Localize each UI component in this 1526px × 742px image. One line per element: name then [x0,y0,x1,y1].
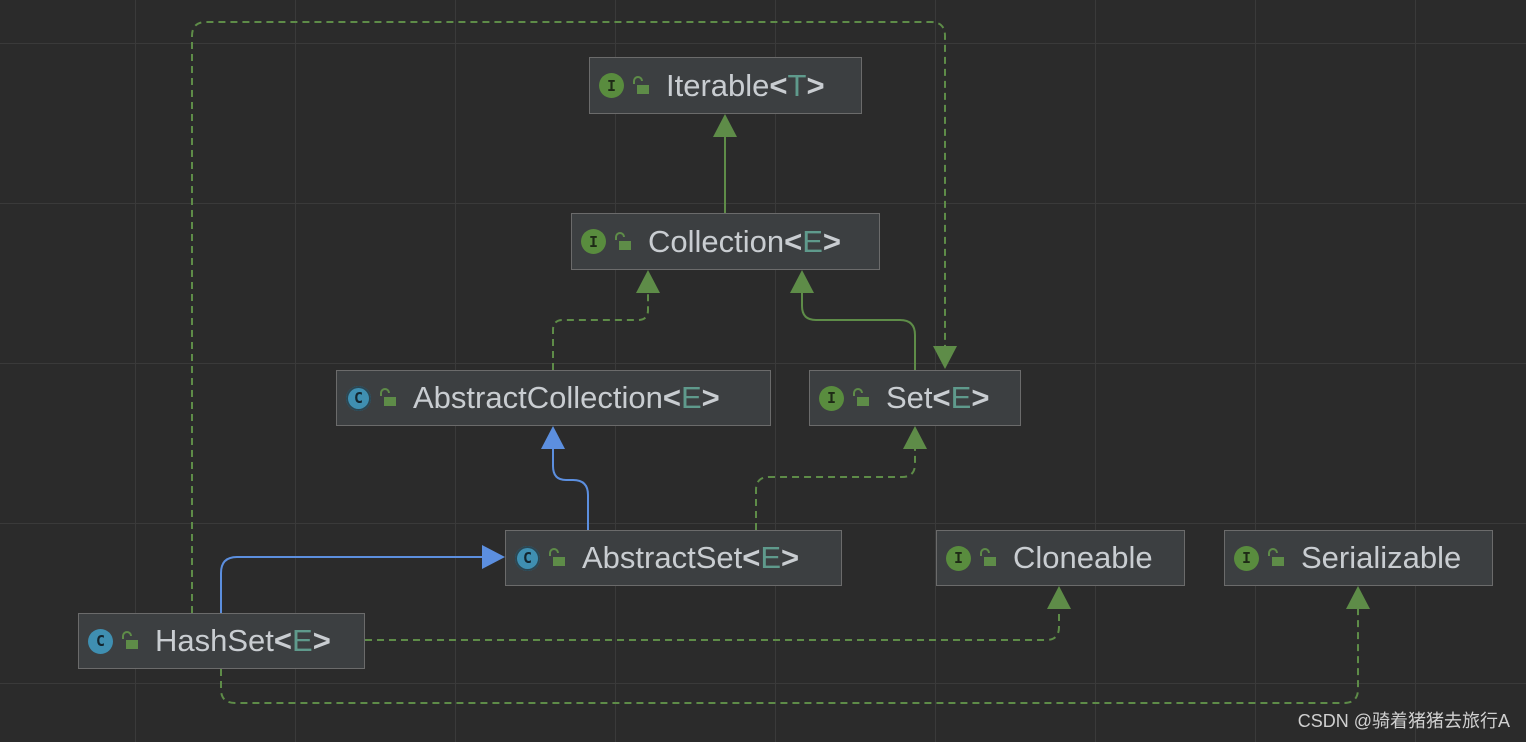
interface-icon: I [599,73,624,98]
unlocked-icon [615,231,631,250]
arrowhead-set-bottom [903,426,927,449]
node-set[interactable]: I Set<E> [809,370,1021,426]
generic-open: < [742,540,761,575]
node-name: Collection [648,223,785,259]
generic-close: > [781,540,800,575]
arrowhead-cloneable [1047,586,1071,609]
node-abstract-collection[interactable]: C AbstractCollection<E> [336,370,771,426]
generic-close: > [806,67,825,103]
unlocked-icon [549,548,565,566]
unlocked-icon [1268,548,1284,566]
node-name: Iterable [666,67,770,103]
abstract-class-icon: C [346,385,371,411]
generic-open: < [273,623,293,658]
arrowhead-abstract-set [482,545,505,569]
edge-hash-set-implements-set [191,21,946,613]
node-cloneable[interactable]: I Cloneable [936,530,1185,586]
generic-open: < [784,223,803,259]
arrowhead-set-top [933,346,957,369]
class-icon: C [88,628,113,654]
node-iterable[interactable]: I Iterable<T> [589,57,862,114]
type-parameter: E [950,380,972,415]
generic-open: < [662,380,681,415]
unlocked-icon [853,388,869,406]
type-parameter: E [802,223,823,259]
generic-close: > [312,623,331,658]
node-serializable[interactable]: I Serializable [1224,530,1493,586]
node-name: HashSet [155,623,274,658]
unlocked-icon [122,631,138,649]
watermark-text: CSDN @骑着猪猪去旅行A [1297,711,1510,731]
type-parameter: T [787,67,807,103]
node-name: Serializable [1301,540,1462,575]
edge-hash-set-extends-abstract-set [220,556,482,613]
node-name: Cloneable [1013,540,1153,575]
edge-abstract-set-extends-abstract-collection [552,448,589,530]
interface-icon: I [1234,545,1259,571]
abstract-class-icon: C [515,545,540,571]
generic-close: > [701,380,720,415]
node-name: AbstractCollection [413,380,663,415]
generic-open: < [769,67,788,103]
edge-abstract-collection-implements-collection [552,292,649,370]
type-parameter: E [292,623,313,658]
unlocked-icon [633,75,649,94]
edge-hash-set-implements-cloneable [365,608,1060,641]
interface-icon: I [581,229,606,254]
unlocked-icon [380,388,396,406]
edge-set-extends-collection [801,292,916,370]
arrowhead-iterable [713,114,737,137]
arrowhead-collection-right [790,270,814,293]
node-name: Set [886,380,933,415]
generic-close: > [971,380,990,415]
type-parameter: E [760,540,782,575]
node-hash-set[interactable]: C HashSet<E> [78,613,365,669]
node-collection[interactable]: I Collection<E> [571,213,880,270]
interface-icon: I [819,385,844,411]
arrowhead-abstract-collection [541,426,565,449]
interface-icon: I [946,545,971,571]
type-parameter: E [680,380,702,415]
generic-close: > [822,223,842,259]
node-abstract-set[interactable]: C AbstractSet<E> [505,530,842,586]
generic-open: < [932,380,951,415]
edge-abstract-set-implements-set [755,448,916,530]
arrowhead-collection-left [636,270,660,293]
unlocked-icon [980,548,996,566]
node-name: AbstractSet [582,540,743,575]
arrowhead-serializable [1346,586,1370,609]
edge-hash-set-implements-serializable [220,608,1359,704]
